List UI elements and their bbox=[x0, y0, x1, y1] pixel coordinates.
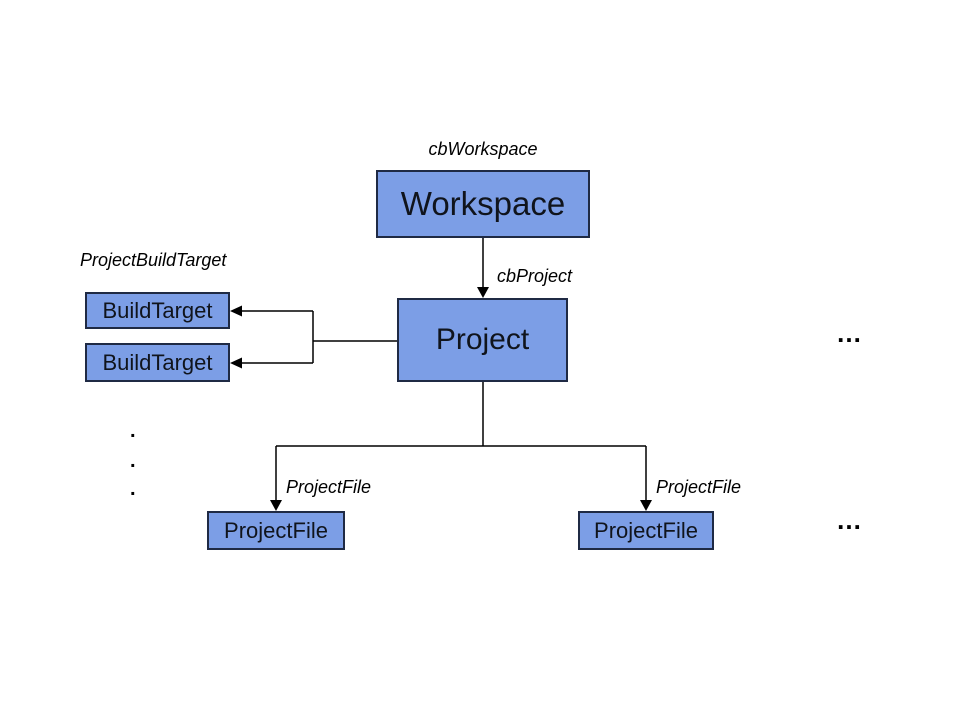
workspace-node: Workspace bbox=[376, 170, 590, 238]
vertical-dot-1: . bbox=[130, 420, 136, 442]
buildtarget-node-1: BuildTarget bbox=[85, 292, 230, 329]
connector-project-buildtargets bbox=[241, 310, 397, 364]
projectbuildtarget-label: ProjectBuildTarget bbox=[80, 250, 227, 270]
arrowhead-projectfile-1 bbox=[270, 500, 282, 511]
cbproject-label: cbProject bbox=[497, 266, 573, 286]
project-node: Project bbox=[397, 298, 568, 382]
arrowhead-projectfile-2 bbox=[640, 500, 652, 511]
projectfile-label-left: ProjectFile bbox=[286, 477, 372, 497]
buildtarget-node-2: BuildTarget bbox=[85, 343, 230, 382]
ellipsis-more-projectfiles: … bbox=[836, 505, 863, 535]
cbworkspace-label: cbWorkspace bbox=[428, 139, 538, 159]
projectfile-node-2: ProjectFile bbox=[578, 511, 714, 550]
arrowhead-buildtarget-1 bbox=[230, 305, 242, 317]
projectfile-label-right: ProjectFile bbox=[656, 477, 742, 497]
ellipsis-more-buildtargets: … bbox=[836, 318, 863, 348]
arrowhead-buildtarget-2 bbox=[230, 357, 242, 369]
arrowhead-project-top bbox=[477, 287, 489, 298]
projectfile-node-1: ProjectFile bbox=[207, 511, 345, 550]
vertical-dot-2: . bbox=[130, 450, 136, 472]
vertical-dot-3: . bbox=[130, 478, 136, 500]
